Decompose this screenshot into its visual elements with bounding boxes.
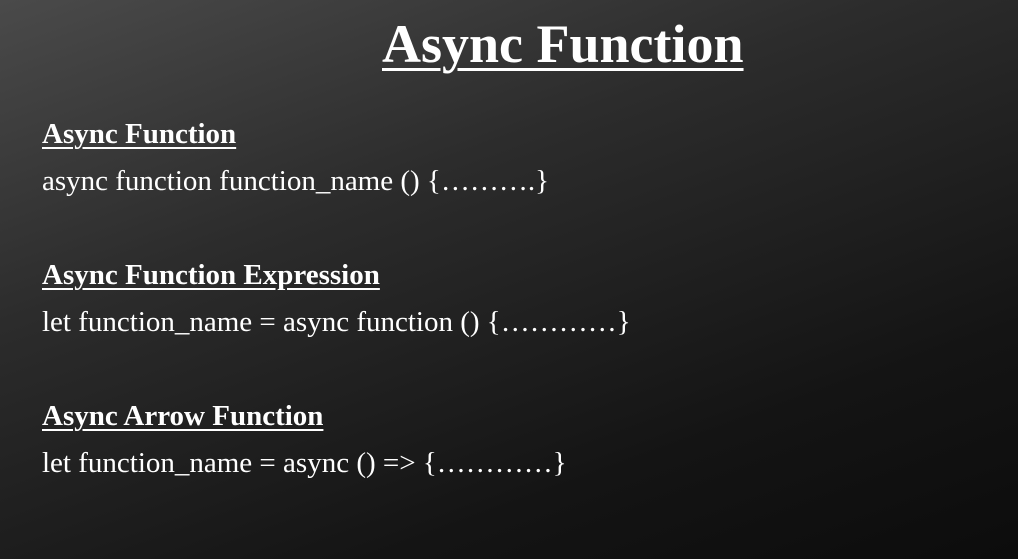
slide-title: Async Function xyxy=(382,14,744,74)
section-syntax: async function function_name () {……….} xyxy=(42,165,550,197)
section-heading: Async Function Expression xyxy=(42,259,380,291)
section-heading: Async Arrow Function xyxy=(42,400,324,432)
section-syntax: let function_name = async function () {…… xyxy=(42,306,631,338)
section-heading: Async Function xyxy=(42,118,237,150)
section-syntax: let function_name = async () => {…………} xyxy=(42,447,567,479)
